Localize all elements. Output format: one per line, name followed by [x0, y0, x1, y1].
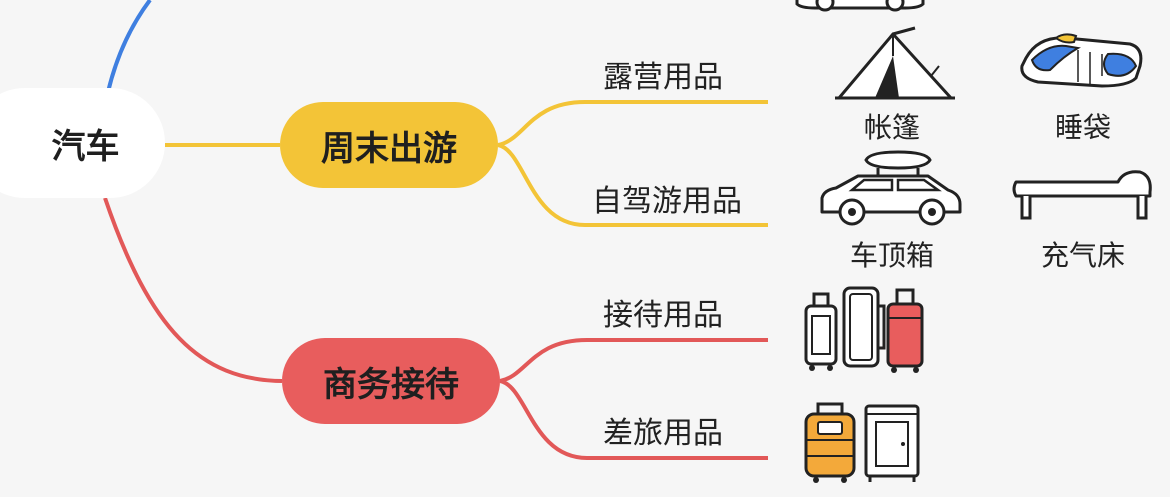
branch-label: 周末出游 [321, 128, 457, 169]
connector-b2-leaf1 [499, 338, 768, 383]
item-label-air-bed: 充气床 [1040, 239, 1125, 272]
root-label: 汽车 [51, 126, 120, 167]
connector-b1-leaf1 [497, 100, 768, 147]
branch-node-weekend-trip: 周末出游 [280, 102, 498, 188]
luggage-set-icon [804, 286, 924, 373]
branch-node-business-reception: 商务接待 [282, 338, 500, 424]
sleeping-bag-icon [1020, 33, 1143, 88]
connector-root-b2 [103, 197, 283, 383]
root-node: 汽车 [0, 88, 165, 198]
air-bed-icon [1012, 170, 1152, 220]
car-icon [795, 0, 925, 12]
connector-b1-leaf2 [497, 143, 768, 227]
leaf-camping-supplies: 露营用品 [603, 60, 723, 95]
branch-label: 商务接待 [323, 364, 459, 405]
item-label-sleeping-bag: 睡袋 [1054, 111, 1111, 144]
tent-icon [835, 26, 955, 100]
connector-b2-leaf2 [499, 379, 768, 460]
connector-root-up [106, 0, 152, 93]
car-roof-box-icon [820, 150, 962, 226]
item-label-roof-box: 车顶箱 [849, 239, 934, 272]
suitcase-cabinet-icon [804, 402, 920, 483]
leaf-road-trip-supplies: 自驾游用品 [592, 184, 742, 219]
item-label-tent: 帐篷 [863, 111, 920, 144]
leaf-reception-supplies: 接待用品 [603, 298, 723, 333]
leaf-travel-supplies: 差旅用品 [603, 416, 723, 451]
